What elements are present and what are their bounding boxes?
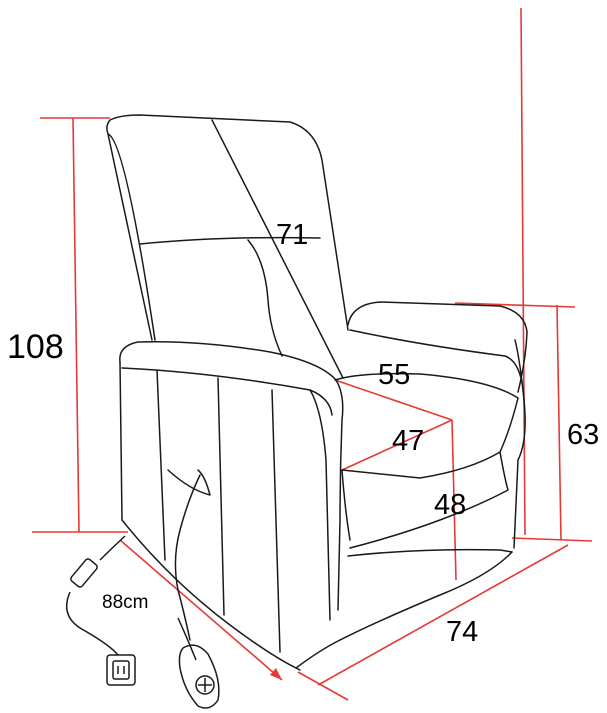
side-pocket <box>167 469 211 496</box>
height-line <box>72 117 80 533</box>
depth-line <box>317 544 569 686</box>
arm-height-label: 63 <box>567 419 599 451</box>
depth-left-tick <box>297 671 349 701</box>
diagonal-label: 71 <box>276 219 308 251</box>
seat-bottom <box>347 548 513 557</box>
seat-height-label: 48 <box>434 489 466 521</box>
length-arrow-icon <box>270 668 282 680</box>
arm-height-top-tick <box>454 302 576 308</box>
depth-label: 74 <box>446 616 478 648</box>
power-adapter-icon <box>65 535 126 656</box>
dimension-lines <box>32 7 593 701</box>
front-panel <box>119 361 341 671</box>
back-vertical-line <box>520 7 526 536</box>
left-arm-top <box>121 367 333 416</box>
backrest-seam <box>139 236 321 245</box>
arm-height-bottom-tick <box>511 537 593 542</box>
chair-cable <box>174 474 201 641</box>
seat-depth-label: 47 <box>392 425 424 457</box>
seat-cushion <box>334 372 519 479</box>
lower-base <box>339 551 513 641</box>
length-line <box>119 539 283 681</box>
seat-front <box>341 451 509 549</box>
left-arm-front-curve <box>309 389 331 621</box>
power-plug-icon <box>106 654 136 686</box>
arm-height-line <box>556 304 562 541</box>
seat-depth-line <box>341 419 453 471</box>
back-cushion-curve <box>247 239 283 357</box>
remote-control-icon <box>177 617 220 709</box>
right-arm-inner <box>349 329 525 401</box>
seat-width-line <box>334 379 453 421</box>
front-seam-3 <box>271 389 281 653</box>
seat-width-label: 55 <box>378 359 410 391</box>
left-armrest <box>119 340 344 611</box>
front-seam-1 <box>156 369 166 561</box>
seat-height-line <box>451 419 457 581</box>
front-seam-2 <box>217 377 225 616</box>
backrest <box>106 114 349 341</box>
chair-outline <box>106 114 528 671</box>
dimension-labels: 108 71 55 47 48 63 74 88cm <box>7 219 599 648</box>
total-height-label: 108 <box>7 328 64 366</box>
diagonal-line <box>211 119 344 379</box>
reclined-length-label: 88cm <box>102 592 148 613</box>
